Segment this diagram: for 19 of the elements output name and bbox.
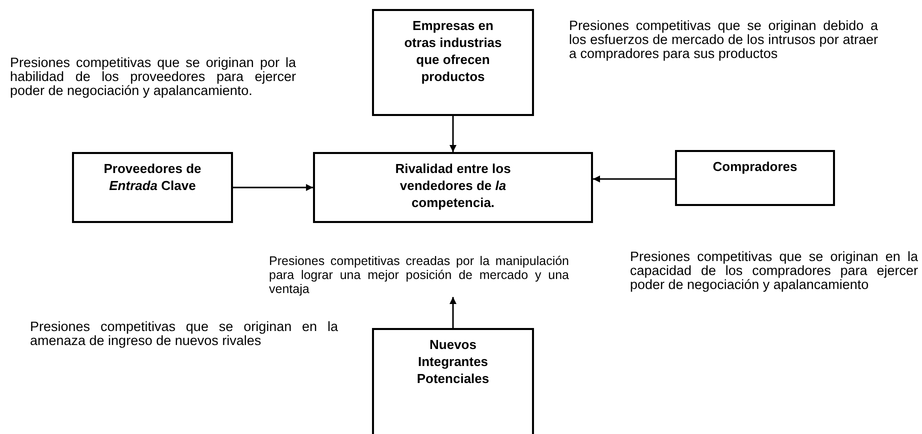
box-label: Empresas en otras industrias que ofrecen productos xyxy=(403,17,503,85)
process-box xyxy=(72,152,233,223)
process-box xyxy=(675,150,835,206)
arrow xyxy=(450,297,456,328)
note-text: Presiones competitivas que se originan en la capacidad de los compradores para ejercer poder de negociación y apalancamiento xyxy=(630,250,918,292)
process-box xyxy=(372,9,534,116)
box-label: Nuevos Integrantes Potenciales xyxy=(416,336,490,387)
note-text: Presiones competitivas que se originan debido a los esfuerzos de mercado de los intrusos por atraer a compradores para sus productos xyxy=(569,19,878,61)
process-box xyxy=(372,328,534,434)
note-text: Presiones competitivas que se originan por la habilidad de los proveedores para ejercer poder de negociación y apalancamiento. xyxy=(10,56,296,98)
note-text: Presiones competitivas que se originan en la amenaza de ingreso de nuevos rivales xyxy=(30,320,338,348)
arrow xyxy=(593,176,675,182)
arrow xyxy=(233,184,313,191)
box-label: Proveedores de Entrada Clave xyxy=(102,160,202,194)
box-label: Compradores xyxy=(712,158,798,175)
box-label: Rivalidad entre los vendedores de la competencia. xyxy=(394,160,512,211)
process-box xyxy=(313,152,593,223)
arrow xyxy=(450,116,456,152)
note-text: Presiones competitivas creadas por la manipulación para lograr una mejor posición de mercado y una ventaja xyxy=(269,254,569,296)
